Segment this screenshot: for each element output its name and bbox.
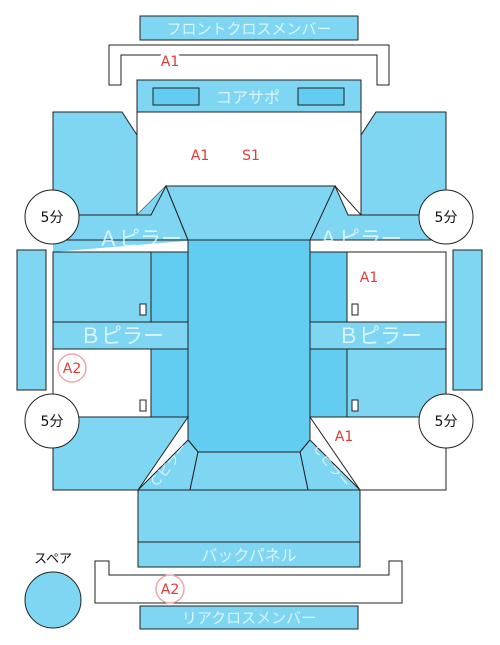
badge-front-left-text: 5分 — [41, 210, 64, 226]
badge-rear-right-text: 5分 — [435, 414, 458, 430]
rear-window[interactable] — [189, 451, 309, 491]
marker-core-support-s[interactable]: S1 — [242, 148, 260, 164]
marker-left-rear-door-ring — [57, 353, 87, 383]
front-cross-member-panel[interactable]: フロントクロスメンバー — [139, 15, 359, 41]
back-panel-label: バックパネル — [201, 546, 296, 565]
badge-front-right-text: 5分 — [435, 210, 458, 226]
marker-core-support-a[interactable]: A1 — [191, 148, 209, 164]
a-pillar-left-label: Ａピラー — [98, 227, 182, 251]
marker-right-front-door[interactable]: A1 — [360, 270, 378, 286]
marker-front-cross-member[interactable]: A1 — [161, 54, 179, 70]
marker-rear-cross-ring — [155, 574, 185, 604]
marker-front-cross-ring — [159, 50, 181, 72]
right-front-door-edge — [309, 251, 348, 323]
left-front-door-handle — [139, 303, 147, 316]
front-cross-member-label: フロントクロスメンバー — [166, 20, 331, 38]
front-crossmember-bracket — [108, 44, 390, 86]
back-panel[interactable]: バックパネル — [137, 541, 361, 568]
a-pillar-right-label: Ａピラー — [318, 227, 402, 251]
marker-left-rear-door[interactable]: A2 — [63, 361, 81, 377]
right-rear-door-edge — [309, 348, 348, 418]
badge-rear-left[interactable]: 5分 — [24, 393, 80, 449]
badge-rear-left-text: 5分 — [41, 414, 64, 430]
b-pillar-left-label: Ｂピラー — [80, 324, 164, 348]
right-front-door-handle — [351, 303, 359, 316]
right-side-sill[interactable] — [452, 249, 483, 391]
spare-label: スペア — [33, 552, 73, 567]
core-support-label: コアサポ — [216, 88, 280, 107]
windshield[interactable] — [165, 185, 336, 241]
badge-front-left[interactable]: 5分 — [24, 189, 80, 245]
roof-inner — [187, 239, 311, 453]
a-pillar-right[interactable]: Ａピラー — [299, 184, 447, 251]
left-side-sill[interactable] — [16, 249, 47, 391]
trunk-lid[interactable] — [137, 489, 361, 543]
left-front-door-edge — [150, 251, 189, 323]
core-support-panel[interactable]: コアサポ — [136, 79, 362, 113]
b-pillar-right[interactable]: Ｂピラー — [309, 321, 447, 350]
marker-right-rear-quarter[interactable]: A1 — [335, 429, 353, 445]
b-pillar-right-label: Ｂピラー — [338, 324, 422, 348]
rear-right-quarter[interactable] — [309, 416, 447, 491]
rear-cross-member-panel[interactable]: リアクロスメンバー — [139, 605, 359, 630]
badge-front-right[interactable]: 5分 — [418, 189, 474, 245]
left-rear-door-edge — [150, 348, 189, 418]
right-rear-door-handle — [351, 399, 359, 412]
b-pillar-left[interactable]: Ｂピラー — [52, 321, 189, 350]
rear-cross-member-label: リアクロスメンバー — [182, 609, 316, 627]
badge-rear-right[interactable]: 5分 — [418, 393, 474, 449]
spare-tire-icon[interactable] — [24, 571, 82, 629]
left-rear-door-handle — [139, 399, 147, 412]
marker-rear-cross-member[interactable]: A2 — [161, 582, 179, 598]
